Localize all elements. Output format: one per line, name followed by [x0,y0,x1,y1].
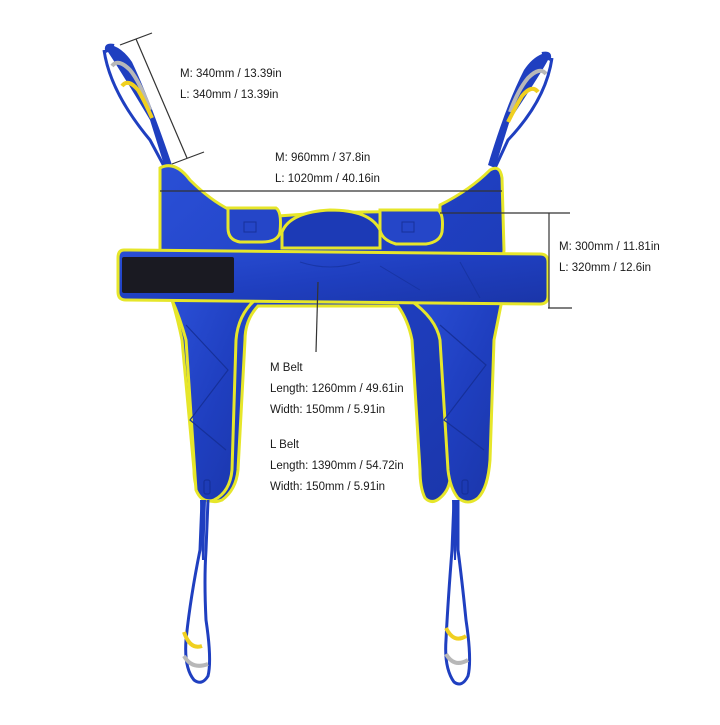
belt [116,248,550,306]
l-belt-title: L Belt [270,439,299,451]
bottom-right-strap-icon [444,499,472,686]
top-left-strap-icon [102,43,172,169]
m-belt-length: Length: 1260mm / 49.61in [270,383,404,395]
m-belt-width: Width: 150mm / 5.91in [270,404,386,416]
strap-length-m: M: 340mm / 13.39in [180,68,282,80]
back-height-m: M: 300mm / 11.81in [559,241,660,253]
velcro-patch [122,257,234,293]
top-right-strap-icon [488,51,554,169]
strap-length-l: L: 340mm / 13.39in [180,89,279,101]
l-belt-length: Length: 1390mm / 54.72in [270,460,404,472]
sling-width-m: M: 960mm / 37.8in [275,152,371,164]
m-belt-title: M Belt [270,362,303,374]
bottom-left-strap-icon [182,499,212,684]
l-belt-width: Width: 150mm / 5.91in [270,481,386,493]
belt-specs-label: M Belt Length: 1260mm / 49.61in Width: 1… [270,358,404,498]
sling-width-label: M: 960mm / 37.8in L: 1020mm / 40.16in [275,148,380,190]
dimension-lines [119,32,572,353]
strap-length-label: M: 340mm / 13.39in L: 340mm / 13.39in [180,64,282,106]
back-height-label: M: 300mm / 11.81in L: 320mm / 12.6in [559,237,660,279]
sling-width-l: L: 1020mm / 40.16in [275,173,380,185]
back-height-l: L: 320mm / 12.6in [559,262,652,274]
